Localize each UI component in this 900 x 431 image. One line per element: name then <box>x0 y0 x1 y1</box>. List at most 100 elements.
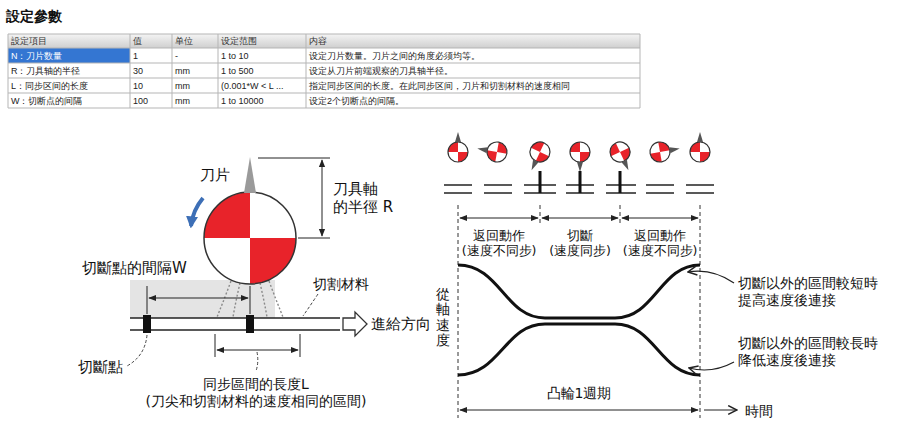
callout-arrow <box>688 271 734 283</box>
cutter-icon <box>648 139 681 164</box>
table-cell: 1 to 500 <box>221 65 254 76</box>
period-arrow <box>460 410 698 411</box>
table-cell: - <box>175 50 178 61</box>
cutter-illustration <box>127 157 367 371</box>
table-cell: (0.001*W < L ... <box>221 80 283 91</box>
cutter-icon <box>448 132 468 162</box>
table-cell: 100 <box>133 95 148 106</box>
table-cell: 10 <box>133 80 143 91</box>
part-label: 切割材料 <box>313 276 369 293</box>
table-rule <box>640 34 641 108</box>
material-segment <box>686 184 714 186</box>
table-cell: 设定从刀片前端观察的刀具轴半径。 <box>309 65 453 76</box>
material-segment <box>484 184 512 186</box>
material-segment <box>444 192 472 194</box>
cutter-icon <box>570 142 590 172</box>
cutter-icon-row <box>448 132 710 174</box>
table-cell: 1 to 10 <box>221 50 249 61</box>
axis-label: 從軸速度 <box>436 287 450 349</box>
direction-label: 進給方向 <box>371 315 431 333</box>
dimension-arrow <box>217 350 298 351</box>
sync-zone-shade <box>130 280 275 318</box>
note-label: 切斷以外的區間較短時 提高速度後連接 <box>738 275 878 309</box>
phase-arrow <box>460 218 538 219</box>
material-segment <box>646 184 674 186</box>
table-rule <box>8 93 640 94</box>
leader-line <box>127 335 147 366</box>
cut-mark <box>579 171 582 193</box>
blade-path <box>217 281 231 317</box>
table-header-cell: 单位 <box>175 36 193 47</box>
blade-path <box>233 283 240 317</box>
phase-boundary <box>458 205 700 418</box>
cutter-icon <box>690 132 710 162</box>
phase-boundary <box>620 205 621 226</box>
period-label: 凸輪1週期 <box>547 385 612 402</box>
speed-curve <box>458 324 700 375</box>
settings-table <box>8 34 640 108</box>
table-header-cell: 设定范围 <box>221 36 257 47</box>
dimension-label: 刀具軸 的半徑 R <box>333 180 405 216</box>
table-rule <box>130 34 131 108</box>
phase-label: 切斷 (速度同步) <box>549 228 611 258</box>
phase-boundary <box>458 205 459 418</box>
material-segment <box>686 192 714 194</box>
table-cell: mm <box>175 80 190 91</box>
extension-line <box>250 286 251 314</box>
table-rule <box>8 63 640 64</box>
table-cell: L：同步区间的长度 <box>11 80 88 91</box>
cutter-icon <box>476 139 509 164</box>
cam-chart <box>444 132 737 418</box>
selected-cell <box>8 48 130 63</box>
table-cell: R：刀具轴的半径 <box>11 65 81 76</box>
table-header-row <box>8 34 640 48</box>
leader-line <box>303 294 318 316</box>
dimension-arrow <box>322 160 323 236</box>
extension-line <box>215 334 216 357</box>
cutter-icon <box>522 139 553 175</box>
cutter-disc <box>204 192 296 284</box>
dimension-arrow <box>149 298 248 299</box>
rotation-arrow <box>191 198 203 226</box>
cut-mark <box>619 171 622 193</box>
speed-curve <box>458 265 700 318</box>
cut-point <box>246 315 254 333</box>
table-rule <box>218 34 219 108</box>
table-rule <box>8 108 640 109</box>
phase-label: 返回動作 (速度不同步) <box>462 228 537 258</box>
table-cell: mm <box>175 65 190 76</box>
time-axis-arrow <box>704 409 737 410</box>
table-header-cell: 值 <box>133 36 142 47</box>
table-cell: N：刀片数量 <box>11 50 63 61</box>
table-rule <box>306 34 307 108</box>
cutter-outline <box>204 192 296 284</box>
material-segment <box>444 184 472 186</box>
phase-arrow <box>542 218 618 219</box>
table-cell: 1 <box>133 50 138 61</box>
table-cell: 设定2个切断点的间隔。 <box>309 95 404 106</box>
table-rule <box>8 34 640 35</box>
dimension-label: 同步區間的長度L (刀尖和切割材料的速度相同的區間) <box>146 376 367 410</box>
table-rule <box>8 48 640 49</box>
note-label: 切斷以外的區間較長時 降低速度後連接 <box>738 335 878 369</box>
material-edge <box>130 317 340 319</box>
blade <box>244 157 256 193</box>
title: 設定參數 <box>6 8 62 25</box>
extension-line <box>258 158 330 159</box>
feed-arrow <box>343 312 367 336</box>
cut-point <box>143 315 151 333</box>
table-cell: 设定刀片数量。刀片之间的角度必须均等。 <box>309 50 480 61</box>
cutter-icon <box>607 139 638 175</box>
phase-label: 返回動作 (速度不同步) <box>623 228 698 258</box>
material-edge <box>130 329 340 331</box>
dimension-label: 切斷點的間隔W <box>82 259 187 277</box>
extension-line <box>147 286 148 314</box>
table-rule <box>172 34 173 108</box>
table-header-cell: 内容 <box>309 36 327 47</box>
leader-line <box>256 352 258 371</box>
part-label: 刀片 <box>200 166 230 184</box>
table-body <box>8 34 640 108</box>
axis-label: 時間 <box>745 403 773 420</box>
blade-path <box>269 281 283 317</box>
